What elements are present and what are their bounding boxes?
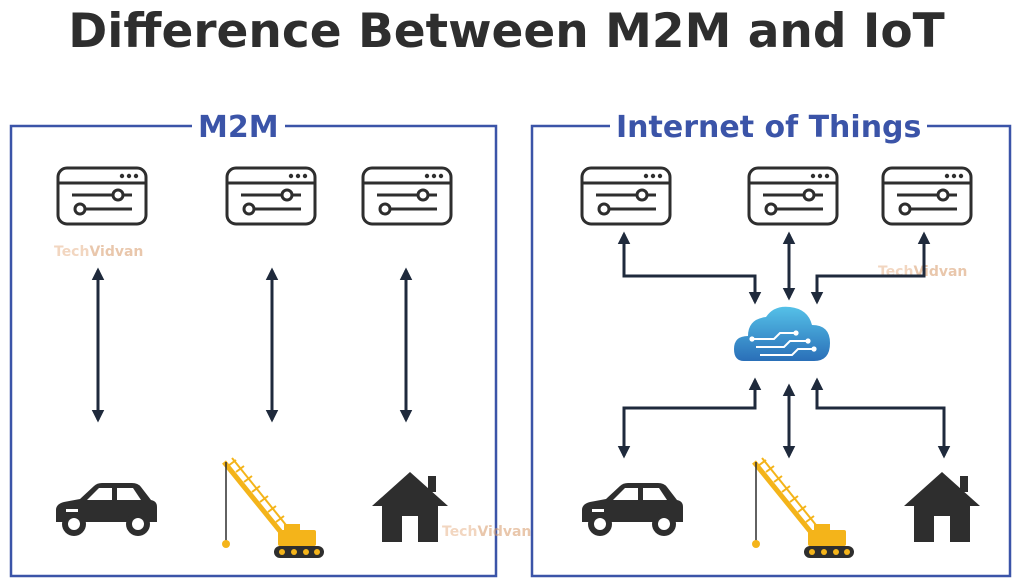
iot-link-arrow bbox=[617, 231, 762, 305]
m2m-panel-label: M2M bbox=[192, 110, 285, 146]
server-icon bbox=[580, 166, 672, 226]
server-icon bbox=[361, 166, 453, 226]
cloud-icon bbox=[733, 305, 831, 362]
iot-link-arrow bbox=[617, 377, 762, 459]
iot-panel-label: Internet of Things bbox=[610, 110, 928, 146]
house-icon bbox=[372, 472, 448, 542]
crane-icon bbox=[222, 458, 324, 558]
page-title: Difference Between M2M and IoT bbox=[68, 4, 945, 59]
house-icon bbox=[904, 472, 980, 542]
server-icon bbox=[881, 166, 973, 226]
iot-link-arrow bbox=[810, 231, 931, 305]
watermark: TechVidvan bbox=[54, 244, 143, 260]
server-icon bbox=[747, 166, 839, 226]
car-icon bbox=[56, 483, 157, 536]
iot-link-arrow bbox=[810, 377, 951, 459]
server-icon bbox=[225, 166, 317, 226]
watermark: TechVidvan bbox=[442, 524, 531, 540]
server-icon bbox=[56, 166, 148, 226]
crane-icon bbox=[752, 458, 854, 558]
car-icon bbox=[582, 483, 683, 536]
